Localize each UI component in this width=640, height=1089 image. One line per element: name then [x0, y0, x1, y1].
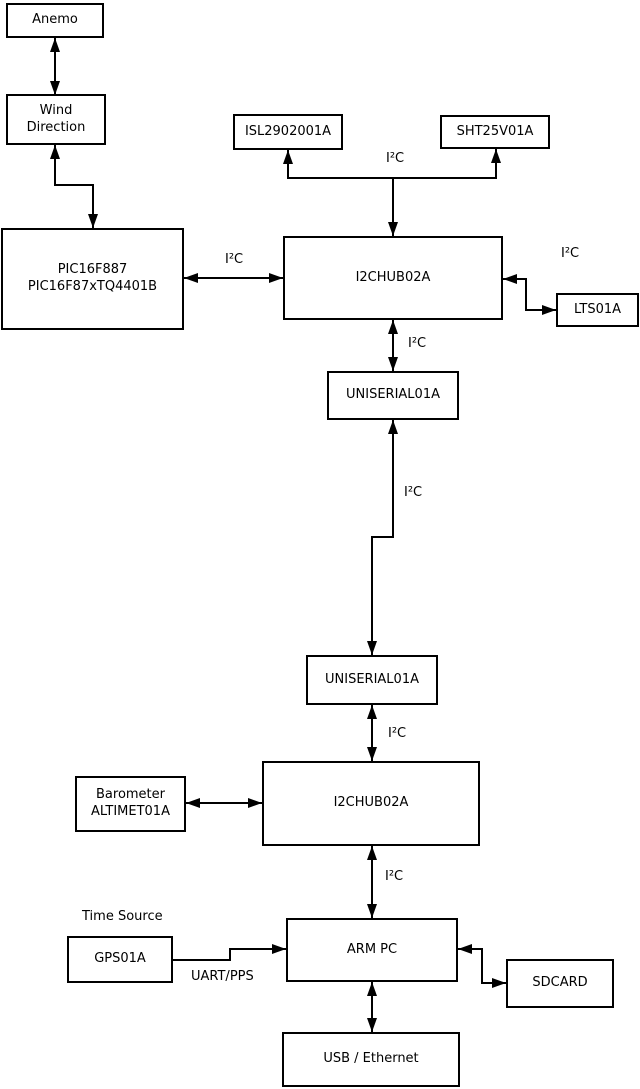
node-label: Direction — [26, 119, 86, 135]
node-uniserial01a-bottom: UNISERIAL01A — [306, 655, 438, 705]
arrowhead-left-armpc — [458, 944, 472, 954]
arrowhead-up-anemo — [50, 38, 60, 52]
arrowhead-down-wind — [50, 81, 60, 95]
label-i2c-hub2-armpc: I²C — [385, 869, 404, 884]
arrowhead-down-pic — [88, 214, 98, 228]
arrowhead-right-sdcard — [492, 978, 506, 988]
node-lts01a: LTS01A — [556, 293, 639, 327]
node-sdcard: SDCARD — [506, 959, 614, 1008]
node-label: SDCARD — [532, 975, 588, 991]
node-label: ARM PC — [346, 941, 398, 957]
label-i2c-pic-hub: I²C — [225, 252, 244, 267]
label-time-source: Time Source — [82, 909, 163, 924]
node-wind-direction: Wind Direction — [6, 94, 106, 145]
node-sht25v01a: SHT25V01A — [440, 115, 550, 149]
node-label: ALTIMET01A — [91, 804, 170, 819]
node-label: UNISERIAL01A — [325, 671, 419, 687]
node-label: USB / Ethernet — [323, 1051, 419, 1067]
node-label: I2CHUB02A — [333, 795, 409, 811]
arrowhead-left-barometer — [186, 798, 200, 808]
node-isl2902001a: ISL2902001A — [233, 114, 343, 150]
connector-wind-pic — [54, 145, 94, 228]
arrowhead-up-isl — [283, 150, 293, 164]
arrowhead-left-pic — [184, 273, 198, 283]
arrowhead-down-usb — [367, 1018, 377, 1032]
arrowhead-down-uniserial1 — [388, 357, 398, 371]
connector-armpc-sdcard — [458, 948, 506, 984]
node-label: GPS01A — [94, 951, 146, 967]
arrowhead-up-sht — [491, 149, 501, 163]
node-label: SHT25V01A — [456, 123, 534, 139]
label-i2c-hub-lts: I²C — [561, 246, 580, 261]
arrowhead-up-uniserial1-bottom — [388, 420, 398, 434]
connector-gps-armpc — [173, 948, 286, 961]
label-i2c-hub1-uniserial1: I²C — [408, 336, 427, 351]
label-i2c-uniserial2-hub2: I²C — [388, 726, 407, 741]
node-label: PIC16F87xTQ4401B — [27, 279, 158, 294]
node-label: UNISERIAL01A — [346, 387, 440, 403]
node-label: Barometer — [96, 787, 165, 803]
arrowhead-up-hub2-bottom — [367, 846, 377, 860]
node-i2chub02a-top: I2CHUB02A — [283, 236, 503, 320]
arrowhead-down-hub2 — [367, 747, 377, 761]
node-label: Anemo — [32, 12, 78, 28]
arrowhead-right-lts — [542, 305, 556, 315]
node-gps01a: GPS01A — [67, 936, 173, 983]
node-label: Wind — [39, 102, 73, 118]
node-anemo: Anemo — [6, 3, 104, 38]
arrowhead-left-hub1 — [503, 274, 517, 284]
node-label: I2CHUB02A — [355, 269, 431, 285]
arrowhead-down-uniserial2 — [367, 641, 377, 655]
arrowhead-down-armpc — [367, 904, 377, 918]
node-i2chub02a-bottom: I2CHUB02A — [262, 761, 480, 846]
node-uniserial01a-top: UNISERIAL01A — [327, 371, 459, 420]
arrowhead-up-uniserial2-bottom — [367, 705, 377, 719]
label-i2c-sensor-bus: I²C — [386, 151, 405, 166]
node-label: PIC16F887 — [57, 262, 128, 278]
node-usb-ethernet: USB / Ethernet — [282, 1032, 460, 1087]
connector-uniserial-link — [371, 420, 394, 655]
node-label: LTS01A — [573, 301, 622, 317]
arrowhead-up-hub1-bottom — [388, 320, 398, 334]
arrowhead-right-hub2 — [248, 798, 262, 808]
node-pic16f887: PIC16F887 PIC16F87xTQ4401B — [1, 228, 184, 330]
node-barometer-altimet01a: Barometer ALTIMET01A — [75, 776, 186, 832]
arrowhead-up-armpc-bottom — [367, 982, 377, 996]
node-arm-pc: ARM PC — [286, 918, 458, 982]
node-label: ISL2902001A — [244, 123, 332, 139]
arrowhead-right-armpc — [272, 944, 286, 954]
arrowhead-up-winddir — [50, 145, 60, 159]
label-uart-pps: UART/PPS — [191, 969, 254, 984]
arrowhead-down-hub1 — [388, 222, 398, 236]
arrowhead-right-hub1 — [269, 273, 283, 283]
label-i2c-uniserial-link: I²C — [404, 485, 423, 500]
connector-hub1-lts — [503, 278, 556, 311]
